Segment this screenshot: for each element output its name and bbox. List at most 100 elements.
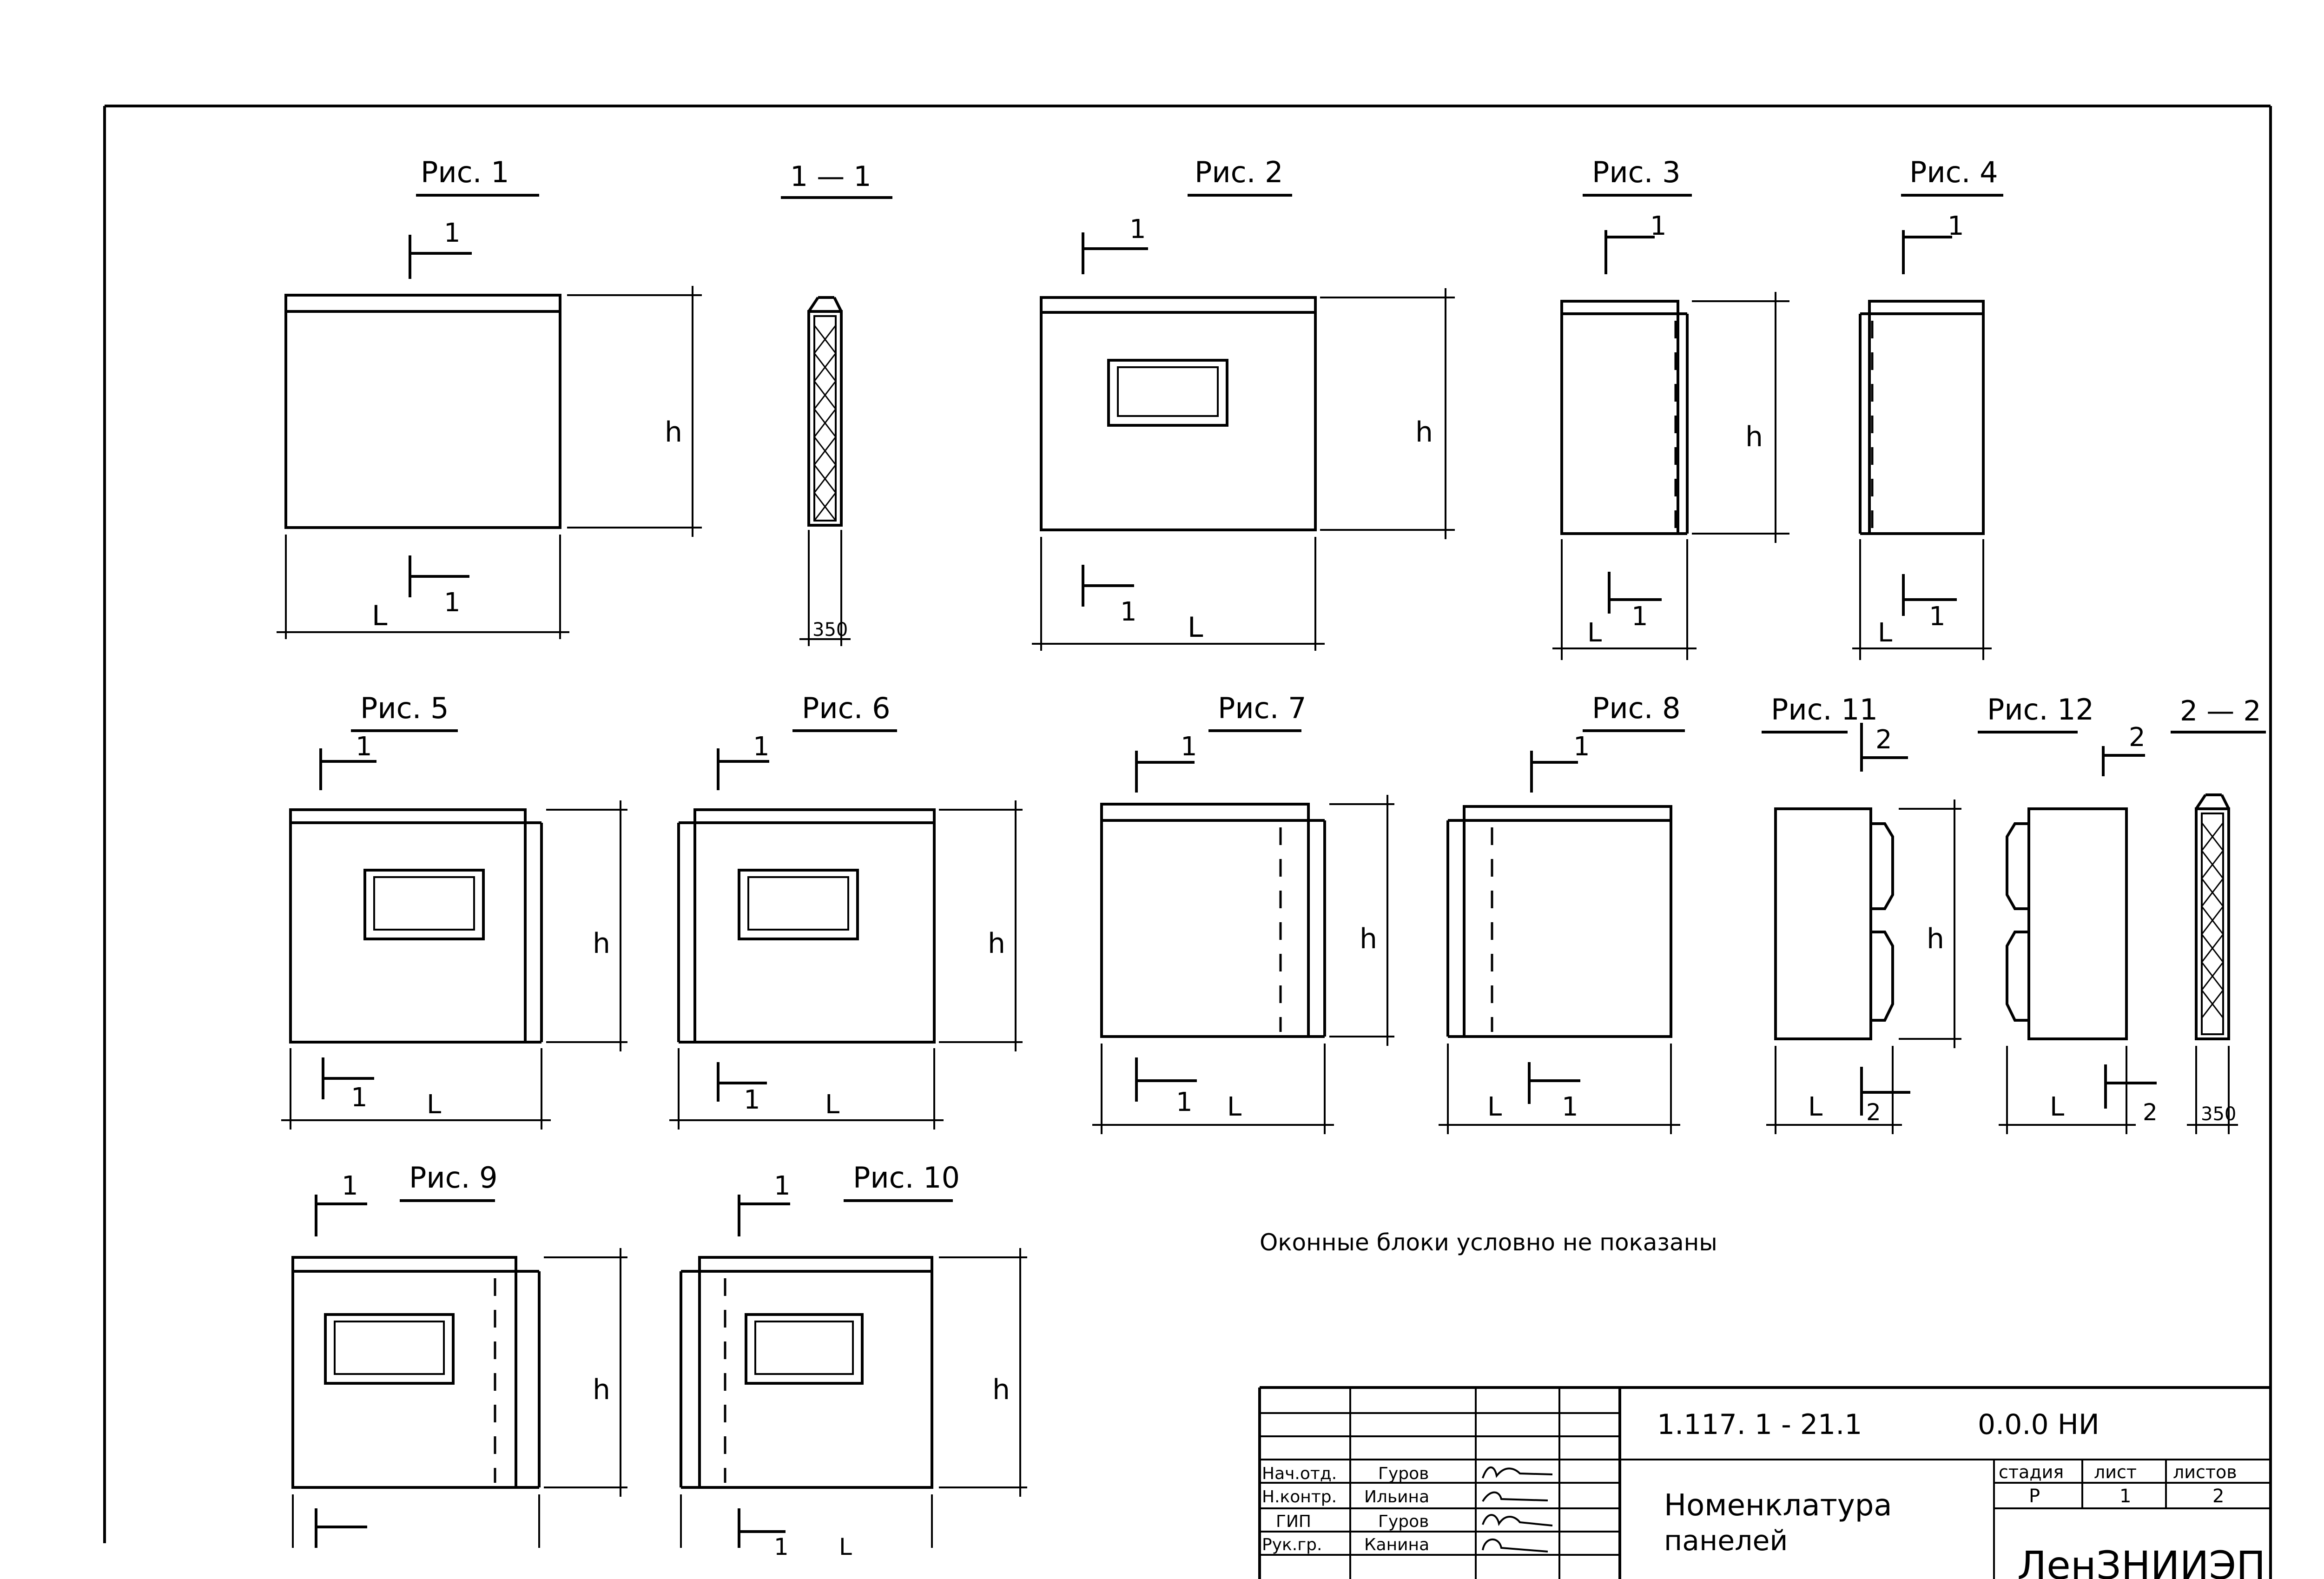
signer-name: Гуров (1378, 1464, 1429, 1483)
note-text: Оконные блоки условно не показаны (1260, 1229, 1717, 1256)
dim-L: L (427, 1090, 441, 1120)
section-mark-number: 2 (2129, 722, 2146, 753)
figure-8: Рис. 8 1 1 L (1439, 691, 1685, 1134)
signer-name: Гуров (1378, 1512, 1429, 1531)
dim-h: h (1927, 923, 1944, 955)
signer-name: Ильина (1364, 1487, 1429, 1506)
dim-L: L (825, 1090, 839, 1120)
stage-header: стадия (1999, 1462, 2064, 1482)
dim-L: L (1587, 618, 1602, 648)
section-2-2-label: 2 — 2 (2180, 695, 2261, 727)
figure-12-label: Рис. 12 (1987, 693, 2094, 727)
organization-name: ЛенЗНИИЭП (2017, 1543, 2265, 1579)
section-mark-number: 1 (1929, 601, 1946, 632)
sheet-value: 1 (2119, 1486, 2131, 1507)
drawing-title-line2: панелей (1664, 1525, 1788, 1557)
figure-6: Рис. 6 1 h 1 L (669, 691, 1023, 1130)
section-mark-number: 1 (444, 218, 461, 248)
section-mark-number: 1 (1631, 601, 1648, 632)
dim-h: h (1360, 923, 1377, 955)
section-mark-number: 1 (342, 1171, 358, 1201)
figure-8-label: Рис. 8 (1592, 691, 1681, 725)
section-mark-number: 1 (351, 1083, 368, 1113)
section-mark-number: 1 (1573, 732, 1590, 762)
dim-L: L (1878, 618, 1892, 648)
dim-L: L (372, 600, 388, 632)
role-label: Н.контр. (1262, 1487, 1337, 1506)
section-mark-number: 1 (1562, 1092, 1578, 1122)
figure-2: Рис. 2 1 h 1 L (1032, 155, 1455, 651)
section-mark-number: 1 (774, 1533, 789, 1560)
section-mark-number: 2 (1866, 1099, 1881, 1126)
sheets-header: листов (2173, 1462, 2237, 1482)
figure-3-label: Рис. 3 (1592, 155, 1681, 189)
figure-9-label: Рис. 9 (409, 1161, 498, 1195)
section-mark-number: 2 (2143, 1099, 2158, 1126)
figure-10: Рис. 10 1 h 1 L (680, 1161, 1027, 1560)
section-1-1: 1 — 1 350 (781, 160, 892, 646)
figure-2-label: Рис. 2 (1195, 155, 1283, 189)
signature (1482, 1538, 1548, 1553)
figure-6-label: Рис. 6 (802, 691, 891, 725)
figure-12: Рис. 12 2 2 L (1978, 693, 2158, 1134)
section-mark-number: 1 (1181, 732, 1197, 762)
section-2-2: 2 — 2 350 (2171, 695, 2266, 1134)
sheet-header: лист (2094, 1462, 2137, 1482)
dim-h: h (665, 416, 682, 449)
dim-L: L (839, 1533, 852, 1560)
role-label: Нач.отд. (1262, 1464, 1337, 1483)
figure-11: Рис. 11 2 h 2 L (1762, 693, 1961, 1134)
signature (1482, 1491, 1548, 1502)
section-mark-number: 1 (1948, 211, 1964, 241)
section-mark-number: 2 (1875, 725, 1892, 755)
figure-7-label: Рис. 7 (1218, 691, 1307, 725)
signature (1482, 1466, 1553, 1479)
section-mark-number: 1 (1120, 597, 1137, 627)
figure-1-label: Рис. 1 (421, 155, 509, 189)
section-mark-number: 1 (744, 1085, 760, 1115)
dim-thickness: 350 (812, 619, 848, 641)
figure-9: Рис. 9 1 h (291, 1161, 627, 1548)
dim-h: h (593, 1374, 610, 1406)
sheet-frame (103, 105, 2272, 1579)
dim-h: h (593, 927, 610, 960)
section-mark-number: 1 (1650, 211, 1667, 241)
dim-h: h (988, 927, 1005, 960)
figure-10-label: Рис. 10 (853, 1161, 960, 1195)
section-mark-number: 1 (444, 588, 461, 618)
section-1-1-label: 1 — 1 (790, 160, 872, 193)
dim-L: L (1487, 1092, 1502, 1122)
dim-h: h (992, 1374, 1010, 1406)
signer-name: Канина (1364, 1535, 1429, 1554)
role-label: Рук.гр. (1262, 1535, 1322, 1554)
document-code: 1.117. 1 - 21.1 (1657, 1408, 1862, 1441)
figure-7: Рис. 7 1 h 1 L (1092, 691, 1394, 1134)
section-mark-number: 1 (356, 732, 372, 762)
signature (1482, 1514, 1553, 1526)
sheets-value: 2 (2212, 1486, 2224, 1507)
drawing-title-line1: Номенклатура (1664, 1488, 1892, 1523)
section-mark-number: 1 (1129, 214, 1146, 244)
dim-h: h (1745, 421, 1763, 453)
figure-4-label: Рис. 4 (1909, 155, 1998, 189)
figure-4: Рис. 4 1 1 L (1852, 155, 2003, 660)
section-mark-number: 1 (753, 732, 770, 762)
document-designation: 0.0.0 НИ (1978, 1408, 2100, 1441)
dim-h: h (1415, 416, 1433, 449)
section-mark-number: 1 (1176, 1087, 1193, 1117)
role-label: ГИП (1276, 1512, 1311, 1531)
figure-1: Рис. 1 1 h 1 L (277, 155, 702, 639)
dim-L: L (1227, 1092, 1241, 1122)
figure-5-label: Рис. 5 (360, 691, 449, 725)
dim-thickness: 350 (2201, 1103, 2236, 1125)
figure-5: Рис. 5 1 h 1 L (281, 691, 627, 1130)
stage-value: Р (2029, 1486, 2040, 1507)
section-mark-number: 1 (774, 1171, 791, 1201)
title-block: Нач.отд. Н.контр. ГИП Рук.гр. Гуров Ильи… (1258, 1386, 2271, 1579)
dim-L: L (2050, 1092, 2064, 1122)
dim-L: L (1188, 611, 1203, 644)
dim-L: L (1808, 1092, 1822, 1122)
figure-11-label: Рис. 11 (1771, 693, 1878, 727)
figure-3: Рис. 3 1 h 1 L (1552, 155, 1789, 660)
